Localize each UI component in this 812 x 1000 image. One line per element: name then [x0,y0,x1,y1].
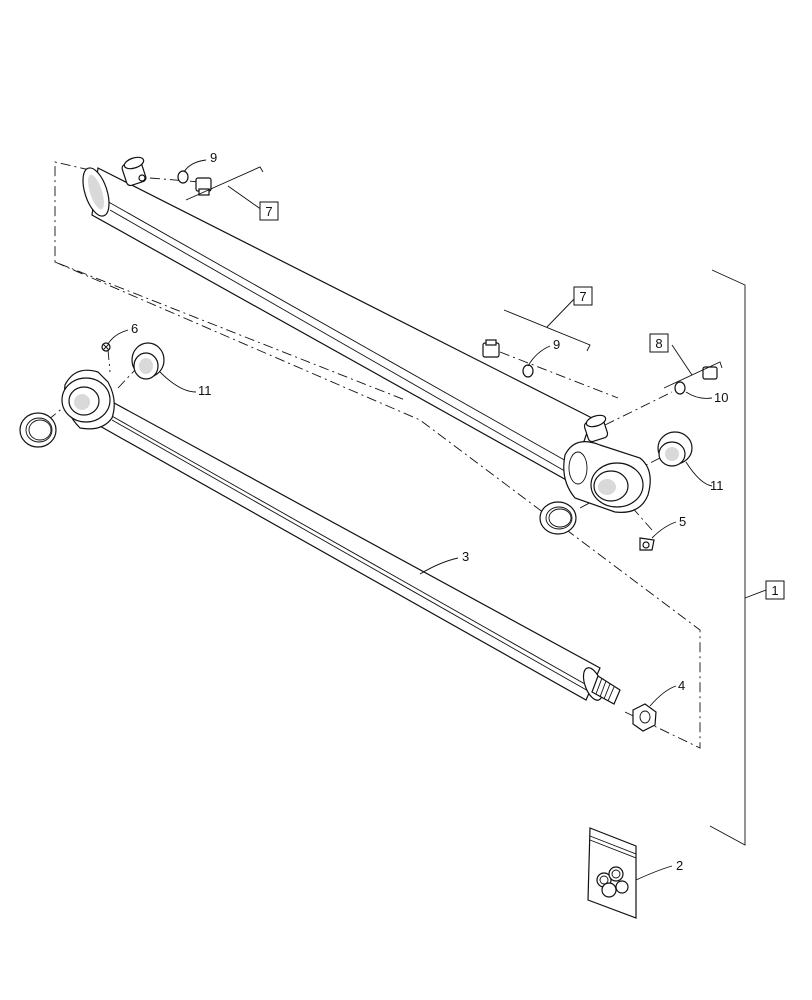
piston-rod [61,369,621,705]
callout-7-top: 7 [265,204,272,219]
kit-bracket-7-top [185,166,264,211]
callout-1: 1 [771,583,778,598]
ring-seal-right [539,501,577,535]
grease-fitting-5 [639,537,655,551]
callout-7-mid: 7 [579,289,586,304]
cylinder-barrel [82,156,651,513]
bushing-left [131,342,165,380]
callout-9-top: 9 [210,150,217,165]
assembly-bracket [709,269,767,846]
bushing-right [657,431,693,467]
callout-3: 3 [462,549,469,564]
callout-11-right: 11 [710,478,724,493]
rod-thread [591,675,621,705]
kit-bracket-7-mid [503,295,591,352]
phantom-lines [47,161,701,749]
callout-10: 10 [714,390,728,405]
callout-9-mid: 9 [553,337,560,352]
barrel-clevis [563,441,651,513]
oring-top [177,170,189,184]
oring-mid [522,364,534,378]
callout-numbers: 9 9 10 6 11 11 5 3 4 2 [131,150,728,873]
callout-11-left: 11 [198,383,212,398]
barrel-lower-port [583,414,609,443]
seal-kit-bag [587,827,637,919]
callout-boxes: 1 7 7 8 [259,201,785,600]
kit-bracket-8 [663,344,723,389]
grease-fitting-6 [101,342,111,352]
leader-lines [107,159,713,881]
rod-eye [61,369,115,430]
callout-2: 2 [676,858,683,873]
callout-6: 6 [131,321,138,336]
barrel-port-fitting [121,156,147,187]
callout-5: 5 [679,514,686,529]
callout-8: 8 [655,336,662,351]
nut-4 [632,703,657,732]
port-plug-mid [482,339,500,358]
ring-seal-left [19,412,57,448]
callout-4: 4 [678,678,685,693]
oring-right [674,381,686,395]
